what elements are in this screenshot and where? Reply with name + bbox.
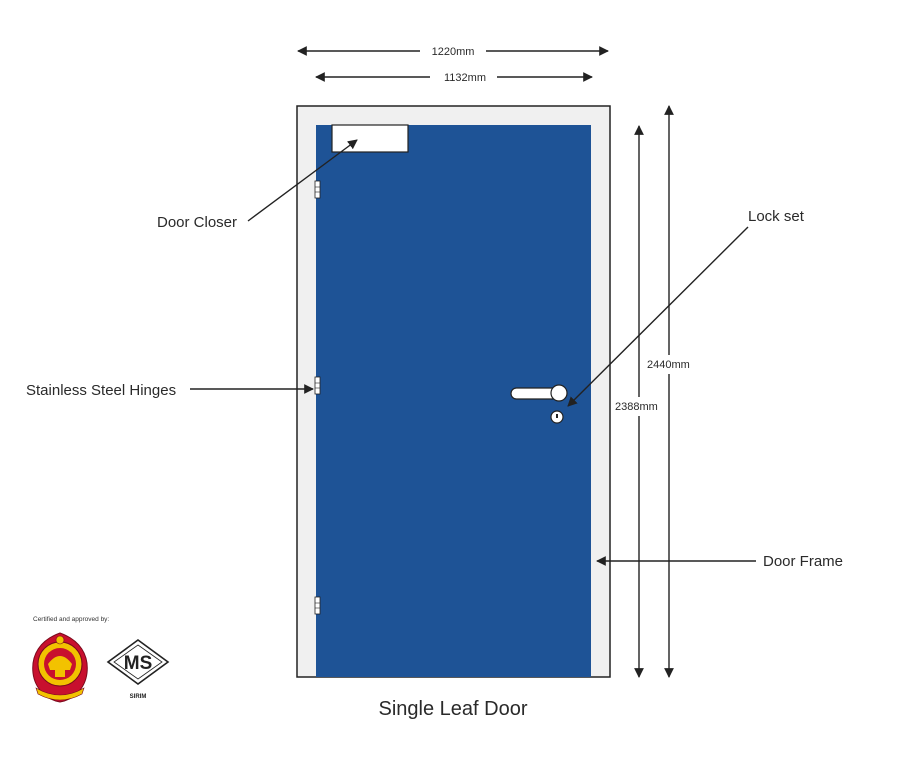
ms-sirim-certification-logo: MS SIRIM <box>106 639 170 700</box>
dimension-outer-width: 1220mm <box>297 46 609 58</box>
dimension-inner-width: 1132mm <box>315 72 593 84</box>
lock-set-label: Lock set <box>748 208 805 225</box>
callout-door-closer: Door Closer <box>157 139 358 231</box>
fire-rescue-emblem-logo <box>32 632 88 703</box>
certification-heading: Certified and approved by: <box>33 616 109 623</box>
ms-mark-text: MS <box>124 653 153 674</box>
inner-width-label: 1132mm <box>444 72 486 84</box>
hinge-bottom <box>314 596 321 615</box>
hinge-top <box>314 180 321 199</box>
hinges-label: Stainless Steel Hinges <box>26 382 176 399</box>
outer-width-label: 1220mm <box>432 46 475 58</box>
dimension-outer-height: 2440mm <box>647 105 690 678</box>
keyhole <box>550 410 564 424</box>
hinge-middle <box>314 376 321 395</box>
callout-door-frame: Door Frame <box>596 553 843 570</box>
sirim-text: SIRIM <box>130 694 147 700</box>
door-leaf <box>316 125 591 677</box>
outer-height-label: 2440mm <box>647 359 690 371</box>
door-frame-label: Door Frame <box>763 553 843 570</box>
callout-hinges: Stainless Steel Hinges <box>26 382 314 399</box>
inner-height-label: 2388mm <box>615 401 658 413</box>
diagram-caption: Single Leaf Door <box>379 698 528 720</box>
door-closer <box>331 124 409 153</box>
lever-handle <box>510 384 568 402</box>
callout-lock-set: Lock set <box>567 208 805 407</box>
door-closer-label: Door Closer <box>157 214 237 231</box>
dimension-inner-height: 2388mm <box>615 125 658 678</box>
